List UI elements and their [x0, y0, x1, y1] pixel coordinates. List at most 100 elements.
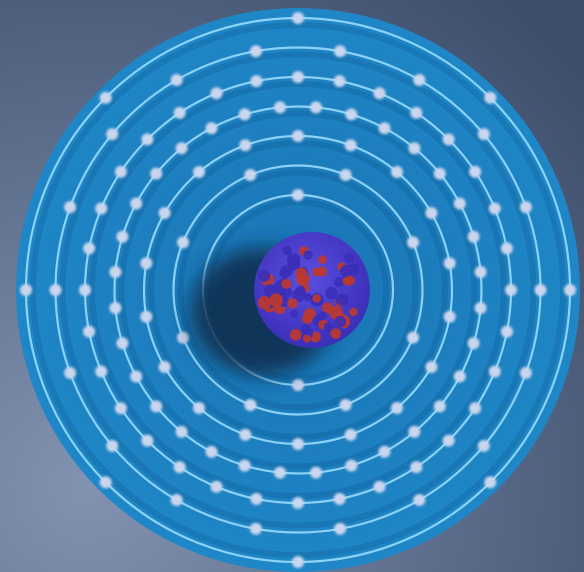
electron	[292, 130, 304, 142]
proton	[258, 296, 271, 309]
electron	[177, 236, 189, 248]
electron	[345, 108, 357, 120]
electron	[211, 481, 223, 493]
proton	[318, 255, 327, 264]
electron	[425, 207, 437, 219]
electron	[193, 166, 205, 178]
electron	[274, 467, 286, 479]
electron	[250, 523, 262, 535]
electron	[115, 166, 127, 178]
electron	[345, 139, 357, 151]
electron	[408, 142, 420, 154]
neutron	[319, 311, 327, 319]
electron	[95, 366, 107, 378]
electron	[171, 74, 183, 86]
neutron	[279, 269, 288, 278]
electron	[141, 435, 153, 447]
neutron	[335, 316, 347, 328]
electron	[79, 284, 91, 296]
neutron	[258, 270, 270, 282]
neutron	[325, 287, 337, 299]
electron	[292, 189, 304, 201]
electron	[434, 168, 446, 180]
electron	[475, 266, 487, 278]
proton	[303, 335, 311, 343]
electron	[310, 467, 322, 479]
electron	[345, 460, 357, 472]
electron	[501, 242, 513, 254]
electron	[379, 446, 391, 458]
electron	[391, 402, 403, 414]
electron	[83, 326, 95, 338]
electron	[140, 257, 152, 269]
electron	[425, 361, 437, 373]
electron	[239, 108, 251, 120]
electron	[520, 367, 532, 379]
electron	[130, 371, 142, 383]
electron	[475, 302, 487, 314]
electron	[106, 440, 118, 452]
electron	[292, 71, 304, 83]
electron	[520, 201, 532, 213]
electron	[239, 139, 251, 151]
electron	[292, 12, 304, 24]
electron	[505, 284, 517, 296]
electron	[64, 201, 76, 213]
electron	[239, 460, 251, 472]
electron	[292, 379, 304, 391]
proton	[349, 308, 357, 316]
electron	[535, 284, 547, 296]
neutron	[324, 322, 333, 331]
electron	[95, 203, 107, 215]
electron	[250, 75, 262, 87]
electron	[334, 75, 346, 87]
electron	[407, 236, 419, 248]
proton	[290, 329, 302, 341]
electron	[454, 371, 466, 383]
neutron	[301, 323, 310, 332]
electron	[501, 326, 513, 338]
electron	[171, 494, 183, 506]
proton	[317, 267, 327, 277]
electron	[340, 399, 352, 411]
proton	[313, 294, 321, 302]
electron	[478, 440, 490, 452]
electron	[410, 461, 422, 473]
neutron	[282, 246, 291, 255]
electron	[410, 107, 422, 119]
electron	[176, 426, 188, 438]
electron	[489, 203, 501, 215]
electron	[345, 429, 357, 441]
electron	[469, 402, 481, 414]
electron	[250, 45, 262, 57]
electron	[374, 87, 386, 99]
electron	[150, 168, 162, 180]
neutron	[304, 293, 312, 301]
electron	[484, 476, 496, 488]
electron	[206, 122, 218, 134]
electron	[64, 367, 76, 379]
electron	[413, 74, 425, 86]
neutron	[303, 250, 312, 259]
electron	[292, 497, 304, 509]
electron	[564, 284, 576, 296]
electron	[250, 493, 262, 505]
electron	[130, 198, 142, 210]
electron	[176, 142, 188, 154]
electron	[484, 92, 496, 104]
electron	[109, 266, 121, 278]
electron	[141, 133, 153, 145]
electron	[340, 169, 352, 181]
electron	[379, 122, 391, 134]
nucleus	[254, 232, 370, 348]
electron	[444, 257, 456, 269]
electron	[413, 494, 425, 506]
neutron	[340, 265, 353, 278]
electron	[407, 332, 419, 344]
proton	[287, 298, 297, 308]
neutron	[290, 310, 298, 318]
electron	[444, 311, 456, 323]
electron	[443, 435, 455, 447]
proton	[295, 268, 307, 280]
